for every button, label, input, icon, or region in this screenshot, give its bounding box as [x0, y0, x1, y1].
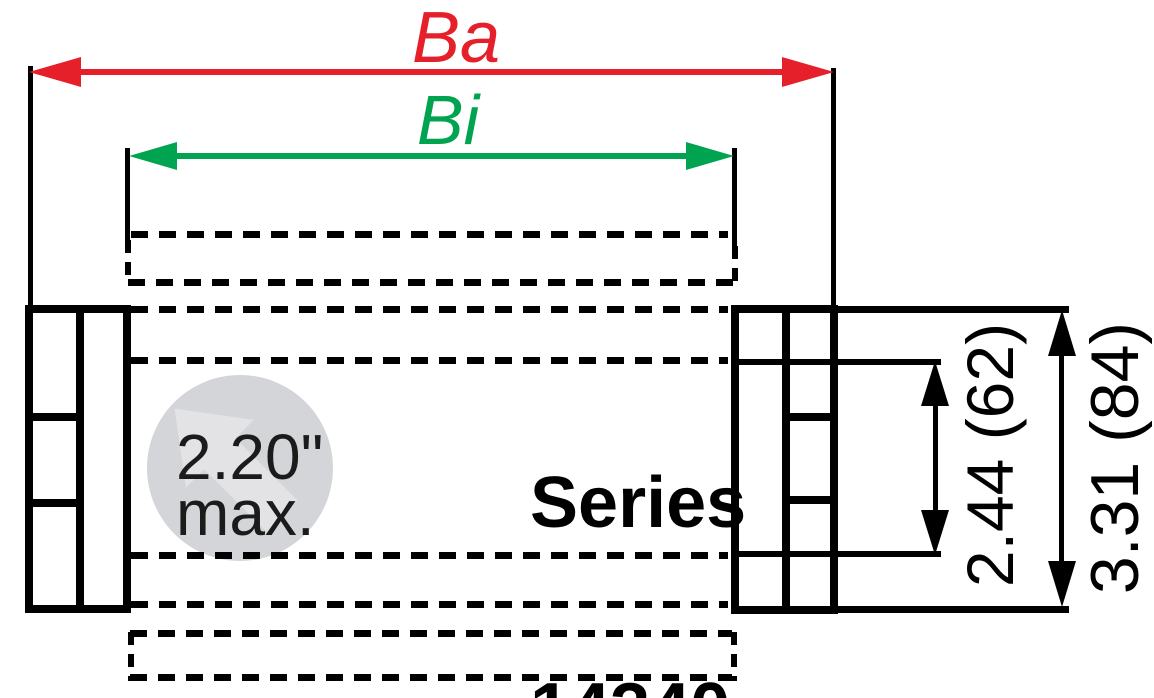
- dashed-line-3: [131, 306, 728, 313]
- bi-arrow-shaft: [172, 153, 688, 159]
- extension-line-inner-top: [735, 359, 941, 365]
- bi-arrowhead-left-icon: [129, 142, 177, 170]
- extension-line-outer-top: [838, 306, 1069, 313]
- series-title-number: 14340: [530, 658, 730, 698]
- bi-arrowhead-right-icon: [686, 142, 734, 170]
- inner-height-arrowhead-up-icon: [921, 361, 949, 406]
- extension-line-outer-bottom: [838, 606, 1069, 613]
- series-title: Series 14340: [392, 349, 746, 698]
- inner-height-arrowhead-down-icon: [921, 510, 949, 555]
- ba-arrowhead-left-icon: [29, 57, 81, 87]
- dimension-label-ba: Ba: [411, 0, 501, 78]
- outer-height-arrowhead-up-icon: [1048, 310, 1076, 356]
- dashed-line-6: [131, 601, 728, 608]
- bracket-left-divider: [76, 313, 84, 605]
- inner-height-arrow-shaft: [933, 400, 938, 514]
- dimension-label-outer-height: 3.31 (84): [1077, 321, 1153, 595]
- watermark-value: 2.20": [176, 421, 324, 493]
- dimension-label-inner-height: 2.44 (62): [953, 322, 1027, 588]
- watermark-circle: [147, 375, 333, 561]
- bracket-right-rib-1: [790, 413, 830, 421]
- dimension-label-bi: Bi: [416, 81, 480, 159]
- watermark-qualifier: max.: [176, 477, 315, 549]
- series-title-word: Series: [530, 463, 747, 543]
- ba-arrow-shaft: [72, 69, 784, 75]
- bracket-left-rib-1: [33, 413, 76, 421]
- dashed-line-2: [128, 279, 734, 286]
- dashed-line-5: [131, 552, 728, 559]
- dashed-line-4: [131, 357, 728, 364]
- outer-height-arrowhead-down-icon: [1048, 561, 1076, 607]
- extension-line-inner-bottom: [735, 551, 941, 557]
- extension-line-bi-right: [732, 148, 737, 248]
- extension-line-ba-right: [831, 68, 836, 306]
- dashed-line-1: [131, 231, 728, 238]
- bracket-left-rib-2: [33, 499, 76, 507]
- dashed-vertical-right: [732, 246, 738, 282]
- dashed-vertical-left: [125, 240, 131, 282]
- bracket-right-divider: [782, 313, 790, 606]
- hidden-link-outline-left: [128, 632, 134, 681]
- extension-line-bi-left: [125, 148, 130, 242]
- hidden-link-outline-top: [130, 630, 732, 637]
- side-bracket-left: [25, 305, 131, 613]
- outer-height-arrow-shaft: [1059, 350, 1064, 566]
- ba-arrowhead-right-icon: [782, 57, 834, 87]
- hidden-link-outline-right: [731, 632, 737, 681]
- extension-line-ba-left: [28, 66, 33, 306]
- side-bracket-right: [731, 305, 838, 614]
- hidden-link-outline-bottom: [130, 674, 732, 681]
- bracket-right-rib-2: [790, 496, 830, 504]
